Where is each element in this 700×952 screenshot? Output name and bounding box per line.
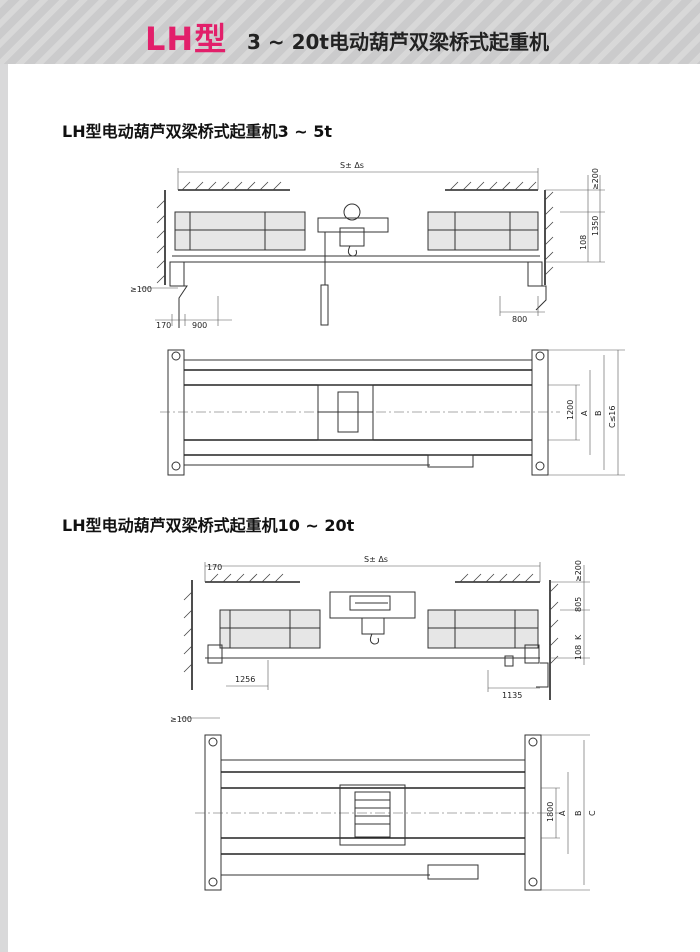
drawing-1-elevation: S± Δs ≥100 170 900 [130,161,605,330]
page-title: 3 ~ 20t电动葫芦双梁桥式起重机 [247,30,549,54]
dim-h200: ≥200 [591,168,600,190]
dim2-h805: 805 [574,597,583,612]
dim2-h200: ≥200 [574,560,583,582]
left-margin-strip [0,64,8,952]
dim-span: S± Δs [340,161,364,170]
dim2-span: S± Δs [364,555,388,564]
dim-900: 900 [192,321,207,330]
dim2-c: C [588,810,597,816]
dim2-1256: 1256 [235,675,255,684]
dim2-b: B [574,811,583,817]
header-banner: LH型 3 ~ 20t电动葫芦双梁桥式起重机 [0,0,700,64]
dim-h108: 108 [579,235,588,250]
dim-c: C≤16 [608,406,617,428]
drawing-1-plan: 1200 A B C≤16 [160,349,625,476]
dim2-k: K [574,634,583,640]
drawing-2-plan: 1800 A B C [195,734,597,891]
section-title-3-5t: LH型电动葫芦双梁桥式起重机3 ~ 5t [62,122,333,141]
dim-1200: 1200 [566,400,575,420]
dim-b: B [594,411,603,417]
dim-a: A [580,410,589,416]
model-name: LH型 [145,20,228,58]
dim-h1350: 1350 [591,216,600,236]
dim2-1135: 1135 [502,691,522,700]
dim-170: 170 [156,321,171,330]
dim2-1800: 1800 [546,802,555,822]
dim2-clear-left: ≥100 [170,715,192,724]
dim2-170: 170 [207,563,222,572]
dim-clear-left: ≥100 [130,285,152,294]
dim-800: 800 [512,315,527,324]
dim2-a: A [558,810,567,816]
banner-background-pattern [0,0,700,64]
dim2-h108: 108 [574,645,583,660]
section-title-10-20t: LH型电动葫芦双梁桥式起重机10 ~ 20t [62,516,355,535]
drawing-2-elevation: S± Δs 170 1256 1135 ≥200 [170,555,590,724]
